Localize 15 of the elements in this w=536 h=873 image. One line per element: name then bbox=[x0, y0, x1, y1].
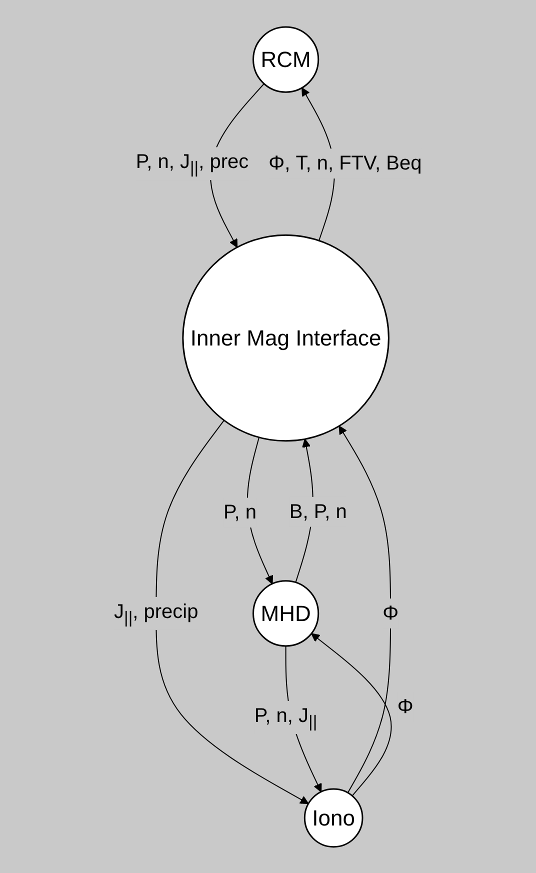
edge-label: Φ bbox=[382, 602, 399, 624]
edge-label: P, n, J$_{||}$, prec bbox=[136, 150, 249, 177]
edge-label: B, P, n bbox=[290, 500, 347, 522]
arrow bbox=[311, 632, 392, 796]
node-circle: MHD bbox=[252, 580, 320, 646]
edge-label: P, n, J$_{||}$ bbox=[254, 704, 318, 731]
edge-label: P, n bbox=[224, 501, 257, 524]
node-circle: Inner Mag Interface bbox=[182, 234, 390, 442]
edge-label: Φ, T, n, FTV, Beq bbox=[268, 152, 422, 174]
arrow bbox=[156, 419, 309, 804]
node-circle: RCM bbox=[252, 26, 320, 92]
node-circle: Iono bbox=[304, 788, 364, 848]
arrow bbox=[338, 425, 392, 793]
edge-label: Φ bbox=[398, 696, 414, 718]
edge-label: J$_{||}$, precip bbox=[114, 600, 198, 627]
